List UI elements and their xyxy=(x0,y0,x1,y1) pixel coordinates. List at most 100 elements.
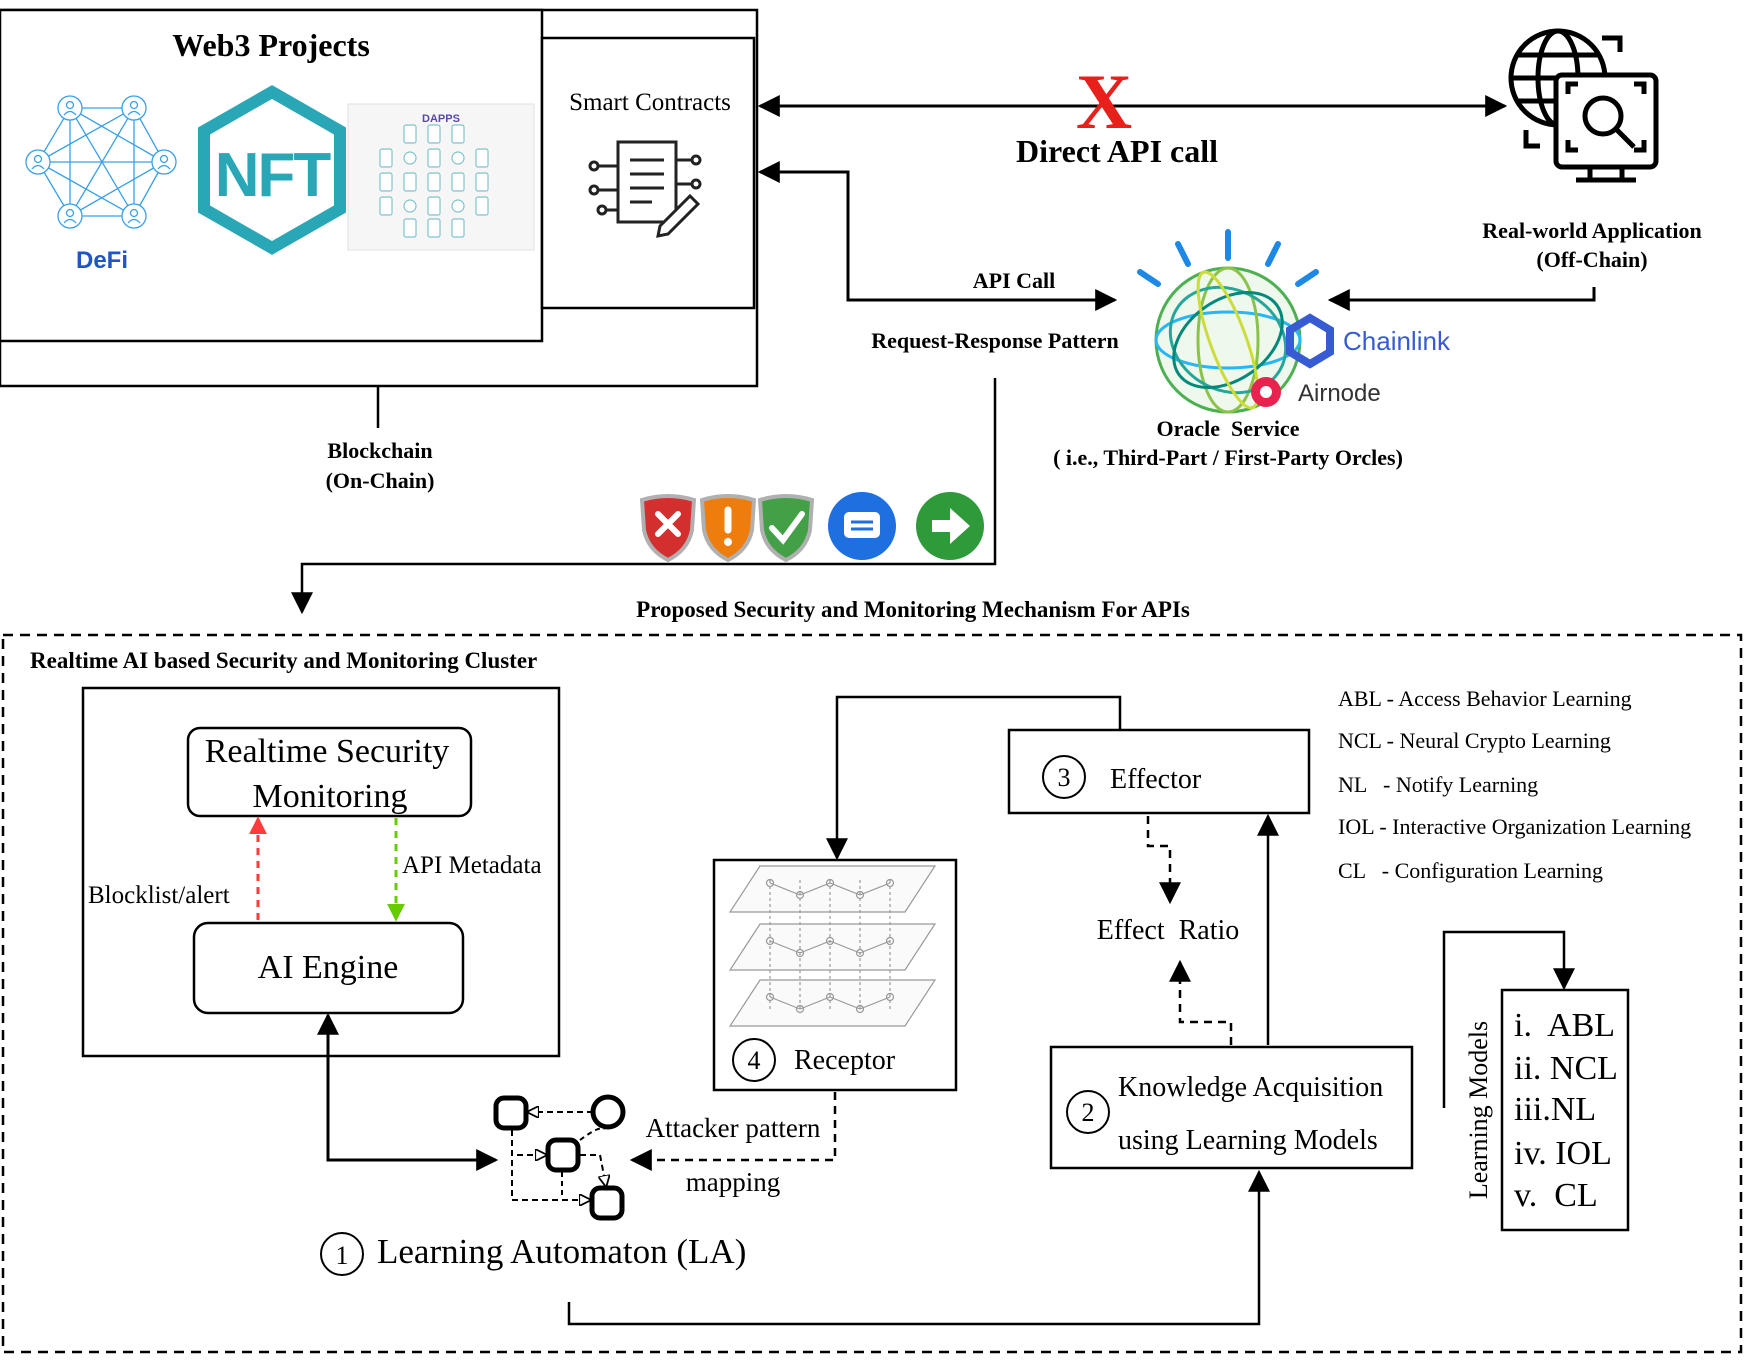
nft-label: NFT xyxy=(215,141,332,210)
la-number-badge xyxy=(320,1232,364,1276)
defi-node-body xyxy=(157,164,171,170)
chainlink-label: Chainlink xyxy=(1343,326,1451,356)
contract-document-icon xyxy=(588,140,702,238)
learning-models-title: Learning Models xyxy=(1464,1021,1493,1199)
oracle-title: Oracle Service xyxy=(1157,416,1300,441)
dapps-hub xyxy=(451,199,465,213)
dapps-icon: DAPPS xyxy=(347,103,535,251)
dapps-tile xyxy=(427,148,441,168)
blockchain-line1: Blockchain xyxy=(327,438,432,463)
chat-message-icon xyxy=(828,492,896,560)
dapps-tile xyxy=(475,196,489,216)
defi-link xyxy=(69,161,165,217)
receptor-graph-edge xyxy=(859,882,891,896)
receptor-graph-node xyxy=(795,948,805,958)
defi-node-head xyxy=(159,154,169,164)
attacker-mapping-arrow xyxy=(629,1092,837,1171)
defi-node-head xyxy=(33,154,43,164)
receptor-graph-node xyxy=(855,948,865,958)
dapps-tile xyxy=(379,148,393,168)
dapps-tile xyxy=(427,196,441,216)
smart-contracts-box: Smart Contracts xyxy=(540,36,756,310)
shield-check-icon xyxy=(757,494,815,563)
receptor-graph-node xyxy=(855,1004,865,1014)
automaton-icon xyxy=(493,1094,626,1221)
dapps-tile xyxy=(427,124,441,144)
defi-node-head xyxy=(65,208,75,218)
oracle-globe-icon xyxy=(1137,229,1319,414)
legend-item: NCL - Neural Crypto Learning xyxy=(1338,728,1611,753)
web3-title: Web3 Projects xyxy=(172,27,370,63)
api-call-label: API Call xyxy=(973,268,1056,293)
models-arrow xyxy=(1442,930,1575,1108)
model-item: iv. IOL xyxy=(1514,1135,1612,1172)
model-item: iii.NL xyxy=(1514,1091,1596,1128)
realtime-monitoring-line2: Monitoring xyxy=(253,778,408,815)
legend-item: ABL - Access Behavior Learning xyxy=(1338,686,1632,711)
next-arrow-icon xyxy=(916,492,984,560)
cluster-title: Realtime AI based Security and Monitorin… xyxy=(30,648,537,673)
realworld-to-oracle-arrow xyxy=(1327,287,1596,311)
legend-item: CL - Configuration Learning xyxy=(1338,858,1603,883)
receptor-number: 4 xyxy=(748,1046,761,1075)
dapps-tile xyxy=(475,172,489,192)
blocklist-label: Blocklist/alert xyxy=(88,882,230,909)
airnode-label: Airnode xyxy=(1298,380,1381,407)
pattern-to-mechanism-arrow xyxy=(291,378,997,615)
model-item: i. ABL xyxy=(1514,1007,1615,1044)
dapps-tile xyxy=(451,124,465,144)
defi-node-body xyxy=(63,110,77,116)
dapps-hub xyxy=(451,151,465,165)
defi-node-head xyxy=(65,100,75,110)
defi-node-body xyxy=(63,218,77,224)
smart-contracts-label: Smart Contracts xyxy=(569,89,731,116)
nft-icon: NFT xyxy=(198,85,346,255)
receptor-number-badge xyxy=(732,1038,776,1082)
real-world-line1: Real-world Application xyxy=(1482,218,1701,243)
learning-models-list: i. ABL ii. NCL iii.NL iv. IOL v. CL xyxy=(1514,1007,1618,1214)
knowledge-line2: using Learning Models xyxy=(1118,1125,1378,1156)
dapps-tile xyxy=(475,148,489,168)
defi-link xyxy=(69,107,165,163)
dapps-tile xyxy=(403,172,417,192)
learning-models-box xyxy=(1500,988,1630,1232)
receptor-graph-edge xyxy=(799,882,831,896)
receptor-graph-edge xyxy=(769,996,801,1010)
knowledge-line1: Knowledge Acquisition xyxy=(1118,1072,1383,1103)
mechanism-title: Proposed Security and Monitoring Mechani… xyxy=(636,597,1190,622)
receptor-graph-edge xyxy=(829,940,861,954)
attacker-line1: Attacker pattern xyxy=(646,1113,821,1143)
defi-node-body xyxy=(31,164,45,170)
blockchain-line2: (On-Chain) xyxy=(326,468,435,493)
defi-network-icon xyxy=(25,95,177,229)
defi-node-body xyxy=(127,110,141,116)
layered-graph-icon xyxy=(728,865,937,1027)
defi-node-body xyxy=(127,218,141,224)
dapps-hub xyxy=(403,199,417,213)
receptor-graph-node xyxy=(795,1004,805,1014)
direct-api-label: Direct API call xyxy=(1016,133,1218,169)
dapps-label: DAPPS xyxy=(422,113,460,125)
direct-api-blocked-mark: X xyxy=(1076,58,1132,145)
knowledge-number-badge xyxy=(1066,1090,1110,1134)
dapps-hub xyxy=(403,151,417,165)
metadata-label: API Metadata xyxy=(402,852,542,879)
realtime-monitoring-node xyxy=(186,726,473,818)
receptor-graph-edge xyxy=(799,996,831,1010)
effector-number-badge xyxy=(1042,755,1086,799)
legend-item: IOL - Interactive Organization Learning xyxy=(1338,814,1691,839)
globe-monitor-icon xyxy=(1508,28,1659,183)
dapps-tile xyxy=(451,172,465,192)
receptor-graph-edge xyxy=(769,940,801,954)
la-label: Learning Automaton (LA) xyxy=(377,1232,746,1271)
dapps-tile xyxy=(403,218,417,238)
receptor-graph-edge xyxy=(829,882,861,896)
receptor-graph-node xyxy=(765,936,775,946)
effector-number: 3 xyxy=(1058,763,1071,792)
dapps-tile xyxy=(427,218,441,238)
effect-ratio-label: Effect Ratio xyxy=(1097,915,1240,946)
legend-item: NL - Notify Learning xyxy=(1338,772,1538,797)
receptor-graph-node xyxy=(885,936,895,946)
dapps-tile xyxy=(403,124,417,144)
